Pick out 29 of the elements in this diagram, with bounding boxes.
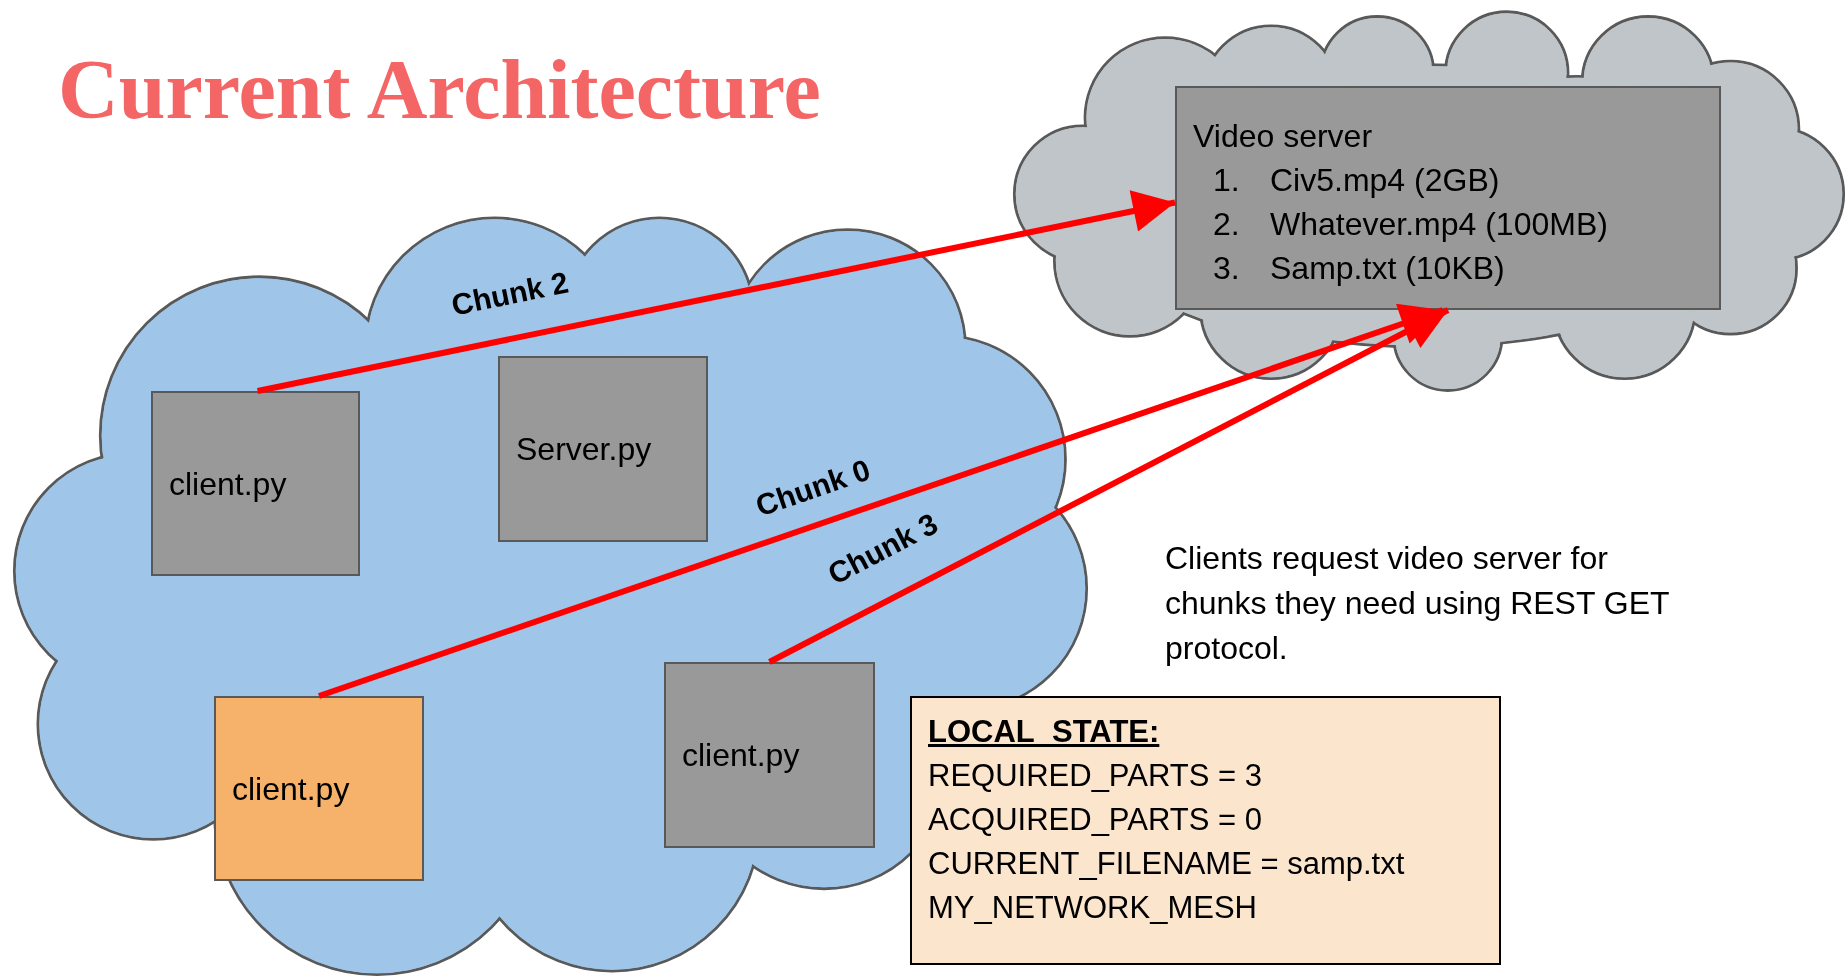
arrow <box>768 307 1450 665</box>
arrow <box>257 190 1176 394</box>
state-line: REQUIRED_PARTS = 3 <box>928 757 1262 795</box>
file-name: client.py <box>682 736 800 775</box>
server-box <box>1175 86 1721 310</box>
file-name: client.py <box>232 769 350 809</box>
list-number: 1. <box>1212 161 1241 200</box>
note-text: Clients request video server for chunks they need using REST GET protocol. <box>1165 539 1670 668</box>
list-item: Samp.txt (10KB) <box>1270 249 1505 288</box>
state-line: ACQUIRED_PARTS = 0 <box>928 801 1262 839</box>
file-name: Server.py <box>516 430 652 469</box>
edge-label: Chunk 2 <box>448 265 572 323</box>
edge-label: Chunk 0 <box>751 452 875 524</box>
file-name: client.py <box>169 464 287 504</box>
file-box <box>498 356 708 542</box>
state-heading: LOCAL_STATE: <box>928 713 1160 751</box>
title: Current Architecture <box>58 42 821 138</box>
arrow <box>318 303 1444 699</box>
list-item: Civ5.mp4 (2GB) <box>1270 161 1500 200</box>
list-number: 2. <box>1212 205 1241 244</box>
file-box <box>151 391 360 576</box>
file-box <box>664 662 875 848</box>
state-line: MY_NETWORK_MESH <box>928 889 1257 927</box>
list-number: 3. <box>1212 249 1241 288</box>
file-box <box>214 696 424 881</box>
list-item: Whatever.mp4 (100MB) <box>1270 205 1608 244</box>
state-line: CURRENT_FILENAME = samp.txt <box>928 845 1405 883</box>
state-box <box>910 696 1501 965</box>
server-heading: Video server <box>1193 117 1373 156</box>
